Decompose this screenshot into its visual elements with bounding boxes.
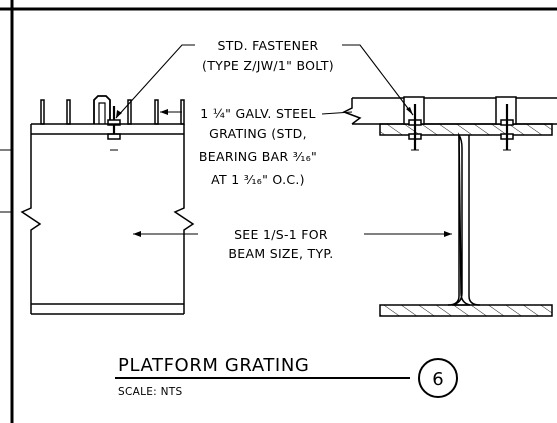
- side-view: [20, 95, 195, 315]
- section-clip-right: [495, 96, 517, 151]
- section-view: [342, 96, 557, 317]
- beam-note-line-2: BEAM SIZE, TYP.: [228, 246, 333, 261]
- beam-web: [451, 132, 471, 306]
- beam-note: SEE 1/S-1 FOR BEAM SIZE, TYP.: [228, 227, 333, 261]
- grating-note-line-1: 1 ¼" GALV. STEEL: [200, 106, 316, 121]
- detail-number: 6: [432, 369, 443, 390]
- fastener-note-line-1: STD. FASTENER: [217, 38, 318, 53]
- grating-note-line-3: BEARING BAR ³⁄₁₆": [199, 149, 317, 164]
- break-line-left: [20, 124, 42, 314]
- detail-number-bubble: [418, 358, 458, 398]
- fastener-note-line-2: (TYPE Z/JW/1" BOLT): [202, 58, 334, 73]
- leader-lines: [115, 44, 452, 237]
- grating-note: 1 ¼" GALV. STEEL GRATING (STD, BEARING B…: [199, 106, 317, 187]
- detail-scale: SCALE: NTS: [118, 386, 183, 398]
- fastener-note: STD. FASTENER (TYPE Z/JW/1" BOLT): [202, 38, 334, 73]
- beam-note-line-1: SEE 1/S-1 FOR: [234, 227, 328, 242]
- bottom-flange: [379, 304, 553, 317]
- grating-note-line-4: AT 1 ³⁄₁₆" O.C.): [211, 172, 305, 187]
- section-clip-left: [403, 96, 425, 151]
- detail-title: PLATFORM GRATING: [118, 355, 309, 376]
- detail-title-block: PLATFORM GRATING SCALE: NTS 6: [115, 355, 458, 398]
- grating-note-line-2: GRATING (STD,: [209, 126, 307, 141]
- break-line-right: [173, 124, 195, 314]
- top-flange: [379, 123, 553, 136]
- z-clip-fastener: [93, 95, 121, 151]
